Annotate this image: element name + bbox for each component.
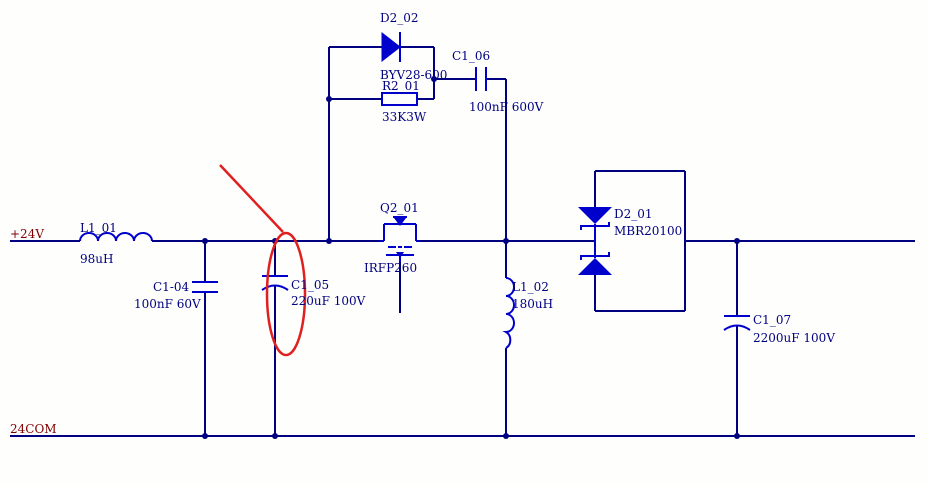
capacitor-c1-07-symbol bbox=[723, 315, 751, 331]
mosfet-q2-01-symbol bbox=[380, 216, 420, 262]
c1-07-value: 2200uF 100V bbox=[753, 331, 835, 345]
l1-02-ref: L1_02 bbox=[512, 280, 549, 294]
c1-04-ref: C1-04 bbox=[153, 280, 190, 294]
capacitor-c1-04-symbol bbox=[192, 281, 218, 293]
d2-01-ref: D2_01 bbox=[614, 207, 653, 221]
l1-01-ref: L1_01 bbox=[80, 221, 117, 235]
c1-04-value: 100nF 60V bbox=[134, 297, 201, 311]
inductor-l1-02-symbol bbox=[502, 277, 515, 349]
net-label-24v: +24V bbox=[10, 227, 44, 241]
capacitor-c1-06-symbol bbox=[475, 67, 487, 91]
c1-07-ref: C1_07 bbox=[753, 313, 791, 327]
d2-01-value: MBR20100 bbox=[614, 224, 682, 238]
d2-02-value: BYV28-600 bbox=[380, 68, 447, 82]
r2-01-value: 33K3W bbox=[382, 110, 427, 124]
q2-01-value: IRFP260 bbox=[364, 261, 417, 275]
c1-06-value: 100nF 600V bbox=[469, 100, 544, 114]
d2-02-ref: D2_02 bbox=[380, 11, 419, 25]
c1-05-value: 220uF 100V bbox=[291, 294, 366, 308]
l1-01-value: 98uH bbox=[80, 252, 113, 266]
q2-01-ref: Q2_01 bbox=[380, 201, 419, 215]
resistor-r2-01-symbol bbox=[381, 92, 418, 106]
diode-d2-02-symbol bbox=[381, 31, 401, 63]
c1-05-ref: C1_05 bbox=[291, 278, 329, 292]
c1-06-ref: C1_06 bbox=[452, 49, 490, 63]
r2-01-ref: R2_01 bbox=[382, 79, 420, 93]
capacitor-c1-05-symbol bbox=[261, 275, 289, 291]
junction-dots bbox=[202, 76, 740, 439]
wires bbox=[10, 46, 915, 437]
diode-d2-01-symbol bbox=[578, 207, 612, 275]
l1-02-value: 180uH bbox=[512, 297, 553, 311]
red-annotation-markup bbox=[219, 164, 307, 357]
net-label-24com: 24COM bbox=[10, 422, 57, 436]
inductor-l1-01-symbol bbox=[79, 232, 153, 242]
